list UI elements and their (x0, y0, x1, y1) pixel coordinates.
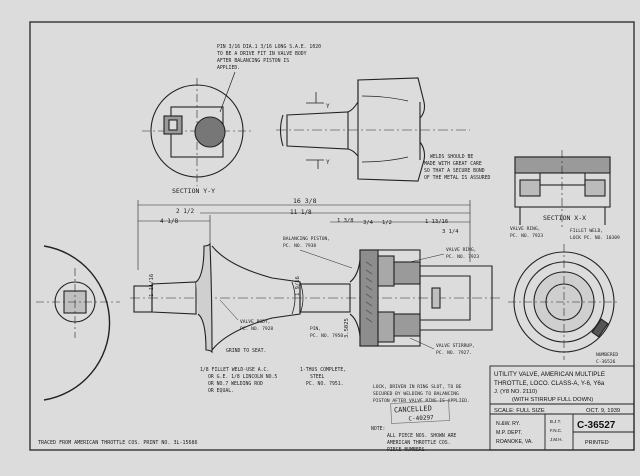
dim-left-a: 2 1/2 (176, 208, 194, 215)
pin-leader (219, 71, 236, 113)
valve-stirrup-callout: VALVE STIRRUP, PC. NO. 7927. (436, 343, 478, 356)
section-mark-y-top: Y (326, 103, 330, 110)
valve-ring-leader (409, 253, 445, 263)
section-xx-label: SECTION X-X (543, 214, 586, 222)
balancing-piston-leader (299, 249, 353, 269)
title-line-3: J. (Y8 NO. 2110) (494, 389, 537, 395)
welds-note: WELDS SHOULD BE MADE WITH GREAT CARE SO … (424, 154, 491, 181)
dim-sub-overall: 11 1/8 (290, 209, 312, 216)
dimension-lines (137, 200, 471, 270)
dim-diam-mid: 1 9/16 (295, 276, 301, 296)
stamp-word: CANCELLED (394, 404, 432, 414)
dim-mid-b: 3/4 (363, 220, 374, 226)
dim-diam-body: 3.5025 (344, 318, 350, 338)
grind-callout: GRIND TO SEAT. (226, 348, 266, 354)
drawing-border (29, 21, 635, 451)
city-label: ROANOKE, VA. (496, 439, 533, 445)
title-block (489, 365, 635, 451)
top-plan-view (276, 77, 470, 182)
section-xx-view (514, 150, 611, 230)
section-yy-label: SECTION Y-Y (172, 187, 215, 195)
balancing-piston-callout: BALANCING PISTON, PC. NO. 7938 (283, 236, 333, 249)
title-line-2: THROTTLE, LOCO. CLASS-A, Y-6, Y6a (494, 380, 605, 387)
drawing-number: C-36527 (577, 420, 616, 431)
fillet-weld-note: 1/8 FILLET WELD-USE A.C. OR G.E. 1/8 LIN… (200, 367, 280, 394)
pin-callout: PIN, PC. NO. 7950 (310, 326, 343, 339)
traced-note: TRACED FROM AMERICAN THROTTLE COS. PRINT… (38, 440, 198, 446)
stamp-ref: C-40297 (408, 414, 434, 422)
end-view-right (508, 244, 620, 360)
title-line-1: UTILITY VALVE, AMERICAN MULTIPLE (494, 371, 605, 378)
piece-nos-note: NOTE: ALL PIECE NOS. SHOWN ARE AMERICAN … (371, 426, 459, 453)
printed-label: PRINTED (585, 440, 609, 446)
signature-3: J.M.H. (550, 437, 563, 442)
valve-ring-xx-callout: VALVE RING, PC. NO. 7923 (510, 226, 543, 239)
valve-body-leader (219, 299, 239, 321)
section-mark-y-bottom: Y (326, 159, 330, 166)
valve-ring-callout: VALVE RING, PC. NO. 7923 (446, 247, 479, 260)
end-view-left (36, 245, 120, 401)
dim-mid-a: 1 3/8 (337, 218, 354, 224)
thus-complete-note: 1-THUS COMPLETE, STEEL PC. NO. 7951. (300, 367, 349, 387)
dim-left-b: 4 1/8 (160, 218, 178, 225)
signature-2: F.N.C. (550, 428, 562, 433)
signature-1: B.J.T. (550, 419, 561, 424)
numbered-note: NUMBERED C-36526 (596, 352, 621, 365)
dim-right-a: 1 13/16 (425, 219, 448, 225)
pin-note: PIN 3/16 DIA.1 3/16 LONG S.A.E. 1020 TO … (217, 44, 324, 71)
dept-label: M.P. DEPT. (496, 430, 522, 436)
title-line-4: (WITH STIRRUP FULL DOWN) (512, 397, 593, 403)
valve-stirrup-leader (409, 337, 435, 350)
lock-note: LOCK, DRIVEN IN RING SLOT, TO BE SECURED… (373, 384, 470, 404)
cancelled-stamp: CANCELLED C-40297 (390, 400, 450, 424)
main-section-view (130, 242, 500, 354)
fillet-weld-lock-callout: FILLET WELD, LOCK PC. NO. 10309 (570, 228, 620, 241)
section-yy-view (142, 78, 252, 186)
dim-overall: 16 3/8 (293, 197, 317, 205)
railway-label: N.&W. RY. (496, 421, 520, 427)
dim-right-b: 3 1/4 (442, 229, 459, 235)
dim-mid-c: 1/2 (382, 220, 392, 226)
scale-label: SCALE: FULL SIZE (494, 408, 545, 414)
valve-body-callout: VALVE BODY, PC. NO. 7928 (240, 319, 273, 332)
date-label: OCT. 9, 1939 (586, 408, 620, 414)
